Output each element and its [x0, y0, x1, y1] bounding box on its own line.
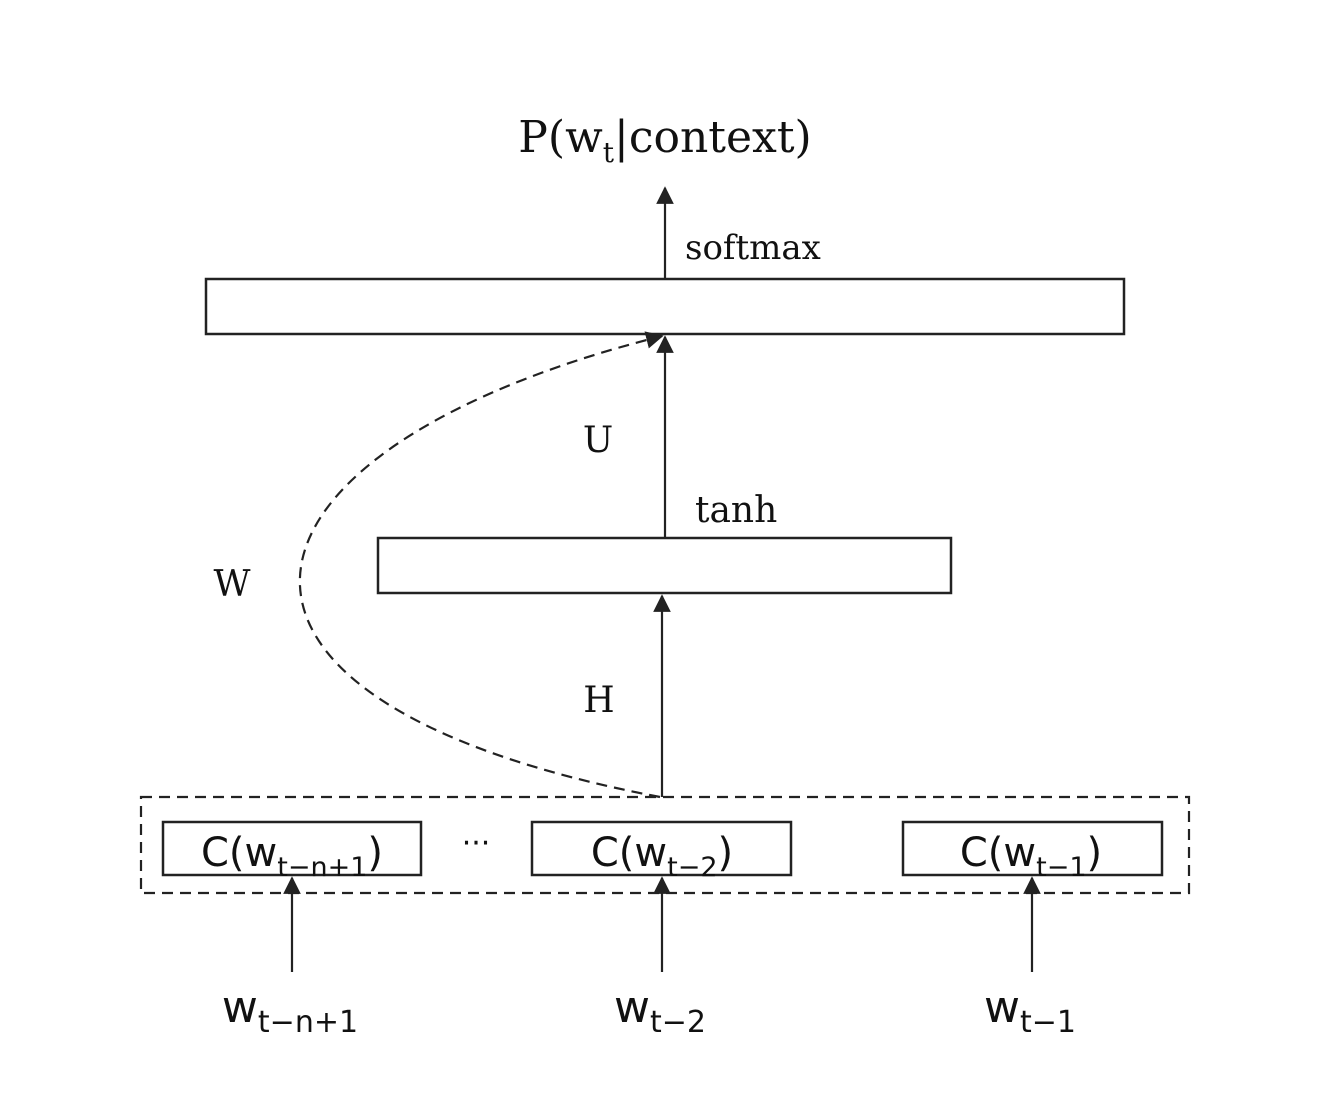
concatenation-box: [139, 795, 1191, 895]
embedding-label-3: C(wt−1): [960, 830, 1102, 883]
embedding-box-3: C(wt−1): [901, 820, 1164, 883]
w-skip-connection: [298, 331, 664, 799]
hidden-layer-box: [376, 536, 953, 595]
h-weight-label: H: [583, 680, 614, 721]
w-weight-label: W: [213, 564, 250, 605]
output-layer-box: [204, 277, 1126, 336]
input-word-1: wt−n+1: [222, 982, 358, 1040]
output-probability-label: P(wt|context): [518, 112, 811, 169]
embedding-label-2: C(wt−2): [591, 830, 733, 883]
embedding-box-1: C(wt−n+1): [161, 820, 423, 883]
input-word-2: wt−2: [614, 982, 706, 1040]
tanh-label: tanh: [695, 490, 777, 531]
softmax-label: softmax: [685, 228, 821, 268]
ellipsis: ···: [462, 826, 491, 861]
embedding-box-2: C(wt−2): [530, 820, 793, 883]
u-weight-label: U: [583, 420, 613, 461]
input-word-3: wt−1: [984, 982, 1076, 1040]
